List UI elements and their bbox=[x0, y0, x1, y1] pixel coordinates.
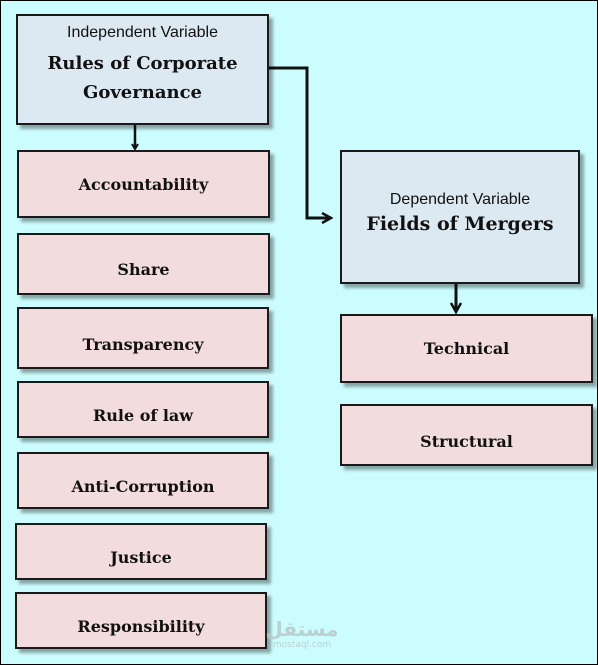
dependent-variable-caption: Dependent Variable bbox=[389, 191, 531, 208]
title-line-2: Governance bbox=[82, 82, 202, 103]
dependent-variable-box: Dependent Variable Fields of Mergers bbox=[340, 150, 580, 284]
independent-variable-title: Rules of Corporate Governance bbox=[47, 49, 237, 107]
watermark-logo: مستقل mostaql.com bbox=[262, 618, 342, 650]
item-responsibility: Responsibility bbox=[15, 592, 267, 649]
item-transparency: Transparency bbox=[17, 307, 269, 369]
item-technical: Technical bbox=[340, 314, 593, 383]
independent-variable-box: Independent Variable Rules of Corporate … bbox=[16, 14, 269, 125]
item-rule-of-law: Rule of law bbox=[17, 381, 269, 438]
item-accountability: Accountability bbox=[17, 150, 270, 218]
dependent-variable-title: Fields of Mergers bbox=[366, 213, 554, 235]
independent-variable-caption: Independent Variable bbox=[67, 24, 218, 41]
watermark-url: mostaql.com bbox=[272, 640, 332, 650]
item-structural: Structural bbox=[340, 404, 593, 466]
watermark-text: مستقل bbox=[265, 617, 339, 641]
arrow-iv-to-dv bbox=[269, 66, 331, 218]
item-justice: Justice bbox=[15, 523, 267, 580]
item-anti-corruption: Anti-Corruption bbox=[17, 452, 269, 509]
item-share: Share bbox=[17, 233, 270, 295]
title-line-1: Rules of Corporate bbox=[47, 53, 238, 74]
